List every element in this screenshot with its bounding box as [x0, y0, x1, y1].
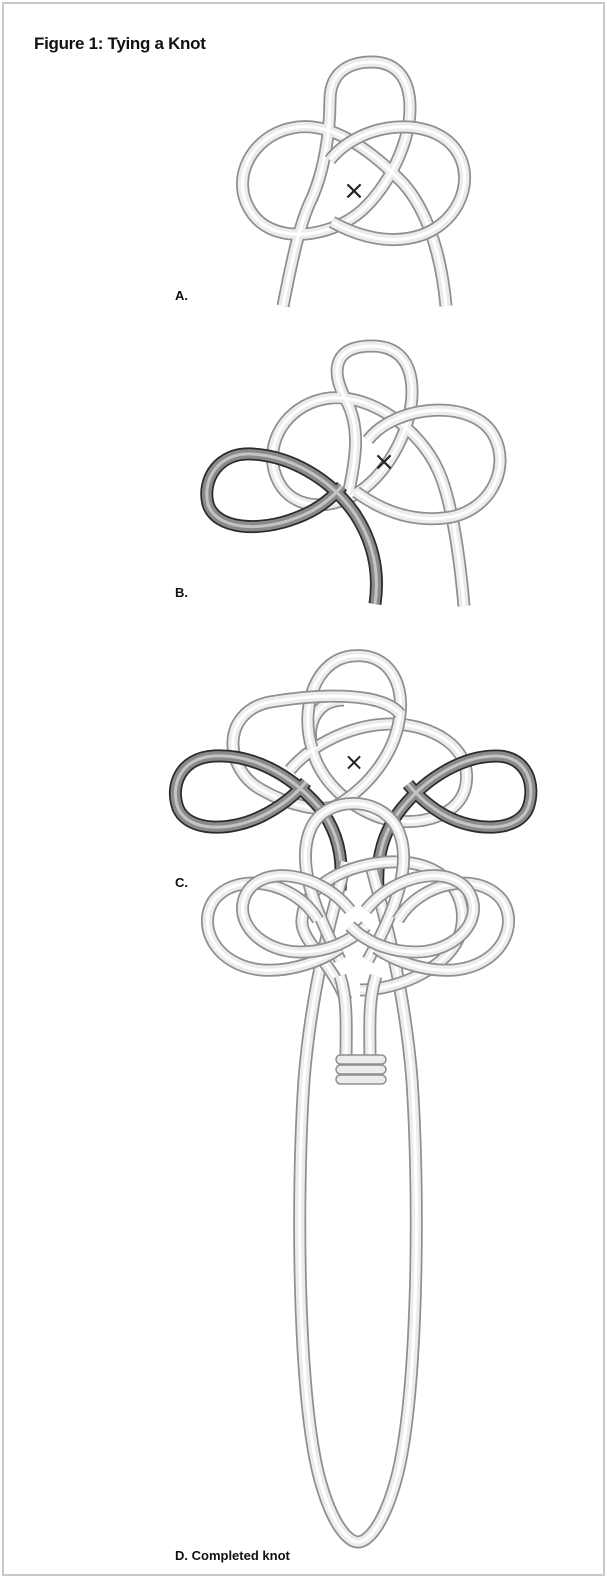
step-b-knot: ×: [207, 346, 500, 606]
step-d-cord-inner-right: [350, 876, 474, 952]
step-d-knot: [207, 804, 508, 1543]
step-a-center-marker: ×: [343, 176, 365, 206]
step-d-label: D. Completed knot: [175, 1548, 290, 1563]
step-d-wrap-binding: [336, 1055, 386, 1084]
step-c-center-marker: ×: [344, 748, 364, 776]
step-c-label: C.: [175, 875, 188, 890]
step-c-knot: ×: [175, 656, 530, 890]
step-d-cord-stem-left: [340, 976, 346, 1060]
step-b-cord: [273, 346, 464, 606]
step-a-knot: ×: [242, 62, 464, 306]
step-b-label: B.: [175, 585, 188, 600]
step-a-label: A.: [175, 288, 188, 303]
step-d-cord-stem-right: [370, 976, 376, 1060]
step-b-center-marker: ×: [373, 447, 395, 477]
